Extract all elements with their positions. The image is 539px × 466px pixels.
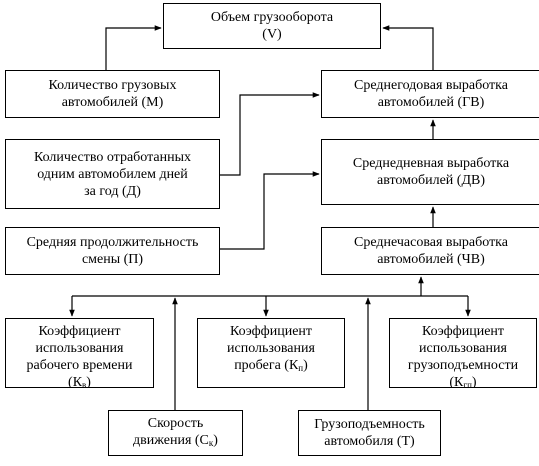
arrow-shift-to-daily — [220, 171, 320, 250]
truck-capacity-line1: Грузоподъемность — [314, 417, 425, 432]
arrow-days-to-annual — [220, 92, 320, 176]
shift-duration-line2: смены (П) — [81, 252, 144, 267]
k-load-line2: использования — [419, 341, 507, 356]
hourly-output-line1: Среднечасовая выработка — [354, 235, 508, 250]
annual-output-line2: автомобилей (ГВ) — [377, 95, 485, 110]
box-travel-speed: Скорость движения (Ск) — [108, 410, 243, 456]
arrow-annual-to-volume — [382, 25, 434, 70]
k-load-line4: (Кгп) — [449, 375, 477, 388]
k-load-line3: грузоподъемности — [407, 358, 519, 373]
box-daily-output: Среднедневная выработка автомобилей (ДВ) — [321, 139, 539, 205]
k-load-line1: Коэффициент — [421, 324, 505, 339]
truck-count-line2: автомобилей (М) — [61, 95, 164, 110]
box-truck-capacity: Грузоподъемность автомобиля (Т) — [298, 410, 441, 456]
days-worked-line2: одним автомобилем дней — [37, 166, 188, 182]
travel-speed-line1: Скорость — [147, 415, 204, 431]
box-annual-output: Среднегодовая выработка автомобилей (ГВ) — [321, 70, 539, 118]
k-time-line2: использования — [35, 341, 124, 356]
box-working-time-coefficient: Коэффициент использования рабочего време… — [5, 318, 154, 388]
k-time-line3: рабочего времени — [26, 358, 133, 373]
shift-duration-line1: Средняя продолжительность — [26, 235, 199, 250]
days-worked-line3: за год (Д) — [84, 183, 141, 199]
box-truck-count: Количество грузовых автомобилей (М) — [5, 70, 220, 118]
truck-count-line1: Количество грузовых — [48, 78, 177, 93]
k-run-line1: Коэффициент — [229, 324, 313, 339]
box-capacity-coefficient: Коэффициент использования грузоподъемнос… — [389, 318, 537, 388]
cargo-volume-line1: Объем грузооборота — [210, 10, 334, 25]
box-cargo-volume: Объем грузооборота (V) — [163, 3, 381, 49]
k-time-line1: Коэффициент — [38, 324, 121, 339]
box-hourly-output: Среднечасовая выработка автомобилей (ЧВ) — [321, 227, 539, 275]
k-run-line3: пробега (Кп) — [234, 358, 308, 373]
box-mileage-coefficient: Коэффициент использования пробега (Кп) — [197, 318, 345, 388]
truck-capacity-line2: автомобиля (Т) — [324, 434, 415, 449]
k-run-line2: использования — [227, 341, 315, 356]
annual-output-line1: Среднегодовая выработка — [354, 78, 508, 93]
days-worked-line1: Количество отработанных — [33, 149, 192, 165]
box-days-worked: Количество отработанных одним автомобиле… — [5, 139, 220, 209]
box-shift-duration: Средняя продолжительность смены (П) — [5, 227, 220, 275]
arrow-trucks-to-volume — [105, 25, 162, 70]
travel-speed-line2: движения (Ск) — [133, 432, 218, 448]
cargo-volume-line2: (V) — [262, 27, 282, 42]
k-time-line4: (Кв) — [68, 375, 91, 388]
daily-output-line2: автомобилей (ДВ) — [376, 173, 486, 188]
hourly-output-line2: автомобилей (ЧВ) — [377, 252, 485, 267]
daily-output-line1: Среднедневная выработка — [352, 156, 510, 171]
